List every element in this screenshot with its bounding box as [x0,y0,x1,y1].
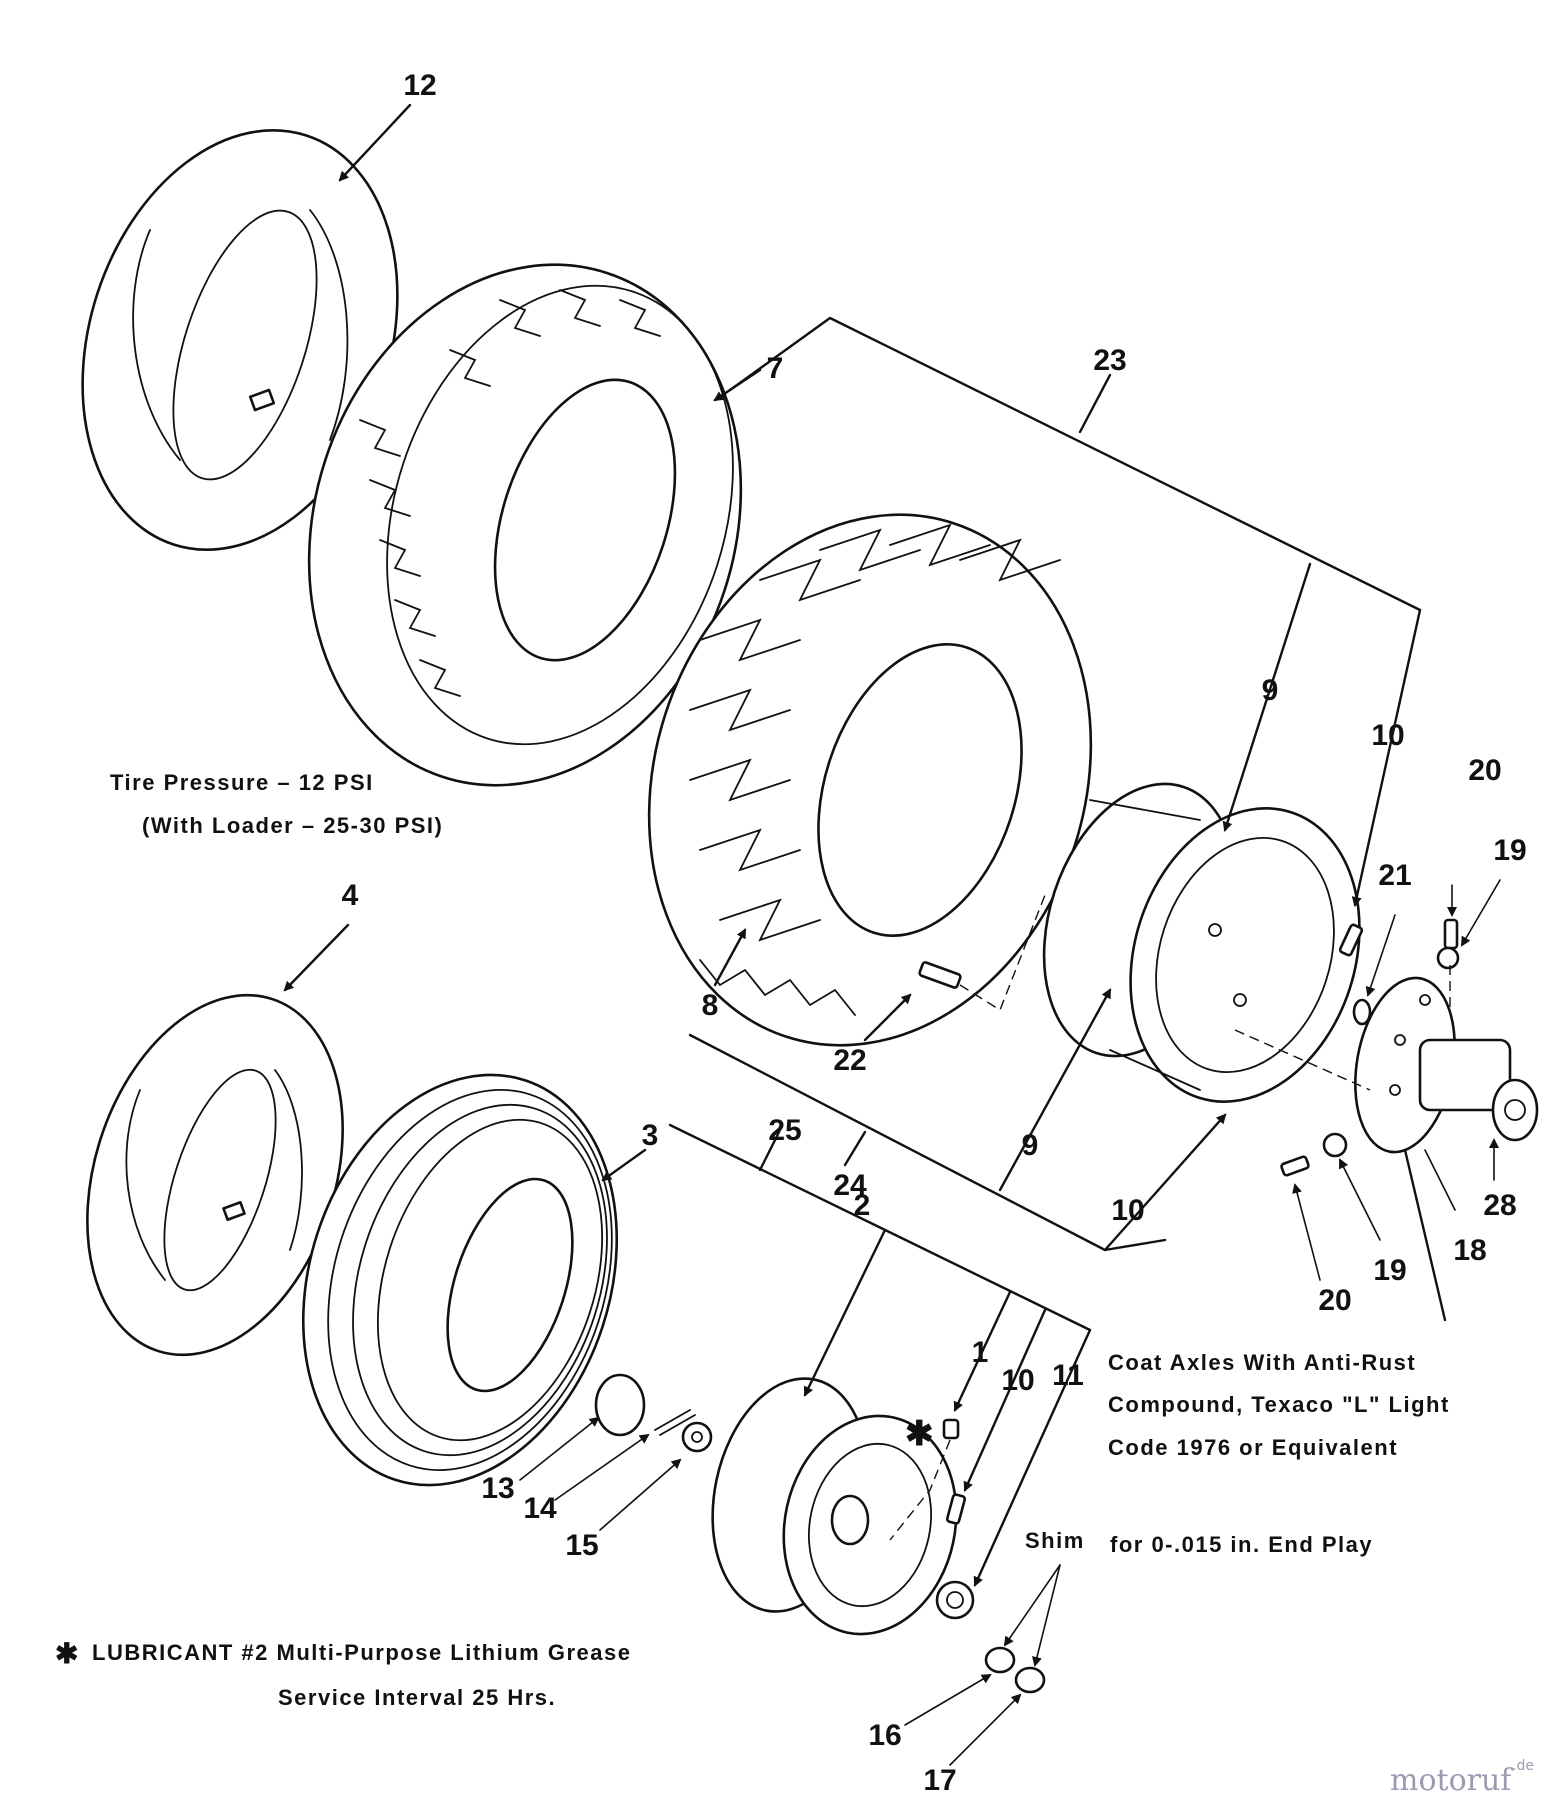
callout-3: 3 [642,1119,659,1152]
callout-1: 1 [972,1336,989,1369]
callout-25: 25 [768,1114,801,1147]
bearing-11 [935,1580,975,1620]
bolt-22 [918,961,962,989]
lubricant-note: LUBRICANT #2 Multi-Purpose Lithium Greas… [92,1640,631,1665]
callout-9-lower: 9 [1022,1129,1039,1162]
callout-10-upper: 10 [1371,719,1404,752]
bushing-13 [594,1373,646,1437]
callout-10-front: 10 [1001,1364,1034,1397]
callout-11: 11 [1052,1359,1084,1392]
end-play-note: for 0-.015 in. End Play [1110,1532,1373,1557]
tire-pressure-loader-note: (With Loader – 25-30 PSI) [142,813,443,838]
callout-18: 18 [1453,1234,1486,1267]
callout-2: 2 [854,1189,871,1222]
shim-17 [1014,1666,1046,1694]
key-21 [1352,998,1372,1026]
bolt-20-upper [1443,918,1459,950]
bolt-10-front [945,1493,967,1525]
nut-19-lower [1322,1132,1348,1158]
rear-wheel-rim [1042,782,1361,1103]
front-wheel-rim [711,1377,958,1636]
ribbed-tire-front [301,1073,619,1487]
grease-fitting-1 [942,1418,960,1440]
callout-24: 24 [833,1169,867,1202]
callout-28: 28 [1483,1189,1516,1222]
callout-8: 8 [702,989,719,1022]
callout-10-hub: 10 [1111,1194,1144,1227]
callout-20-upper: 20 [1468,754,1501,787]
callout-23: 23 [1093,344,1126,377]
coat-axles-line-3: Code 1976 or Equivalent [1108,1435,1398,1460]
callout-22: 22 [833,1044,866,1077]
washer-15 [681,1421,713,1453]
service-interval-note: Service Interval 25 Hrs. [278,1685,556,1710]
shim-16 [984,1646,1016,1674]
callout-21: 21 [1378,859,1411,892]
turf-tire-rear [307,263,743,787]
callout-7: 7 [767,352,784,385]
coat-axles-line-1: Coat Axles With Anti-Rust [1108,1350,1416,1375]
washer-19-upper [1436,946,1460,970]
callout-19-lower: 19 [1373,1254,1406,1287]
callout-17: 17 [923,1764,956,1797]
callout-19-upper: 19 [1493,834,1526,867]
lug-tire-rear [647,513,1093,1047]
coat-axles-line-2: Compound, Texaco "L" Light [1108,1392,1450,1417]
tire-pressure-note: Tire Pressure – 12 PSI [110,770,374,795]
callout-14: 14 [523,1492,557,1525]
callout-9-upper: 9 [1262,674,1279,707]
cotter-pin-14 [654,1409,696,1436]
rear-hub [1354,976,1539,1154]
callout-13: 13 [481,1472,514,1505]
callout-12: 12 [403,69,436,102]
bolt-10-rim [1338,923,1364,957]
watermark-logo: motoruf [1390,1763,1513,1798]
callout-15: 15 [565,1529,598,1562]
lubricant-asterisk: ✱ [55,1638,78,1669]
watermark-suffix: .de [1512,1758,1534,1774]
callout-20-lower: 20 [1318,1284,1351,1317]
lubrication-asterisk: ✱ [905,1415,934,1453]
callout-16: 16 [868,1719,901,1752]
bolt-20-lower [1280,1155,1310,1177]
shim-label: Shim [1025,1528,1085,1553]
callout-4: 4 [342,879,359,912]
